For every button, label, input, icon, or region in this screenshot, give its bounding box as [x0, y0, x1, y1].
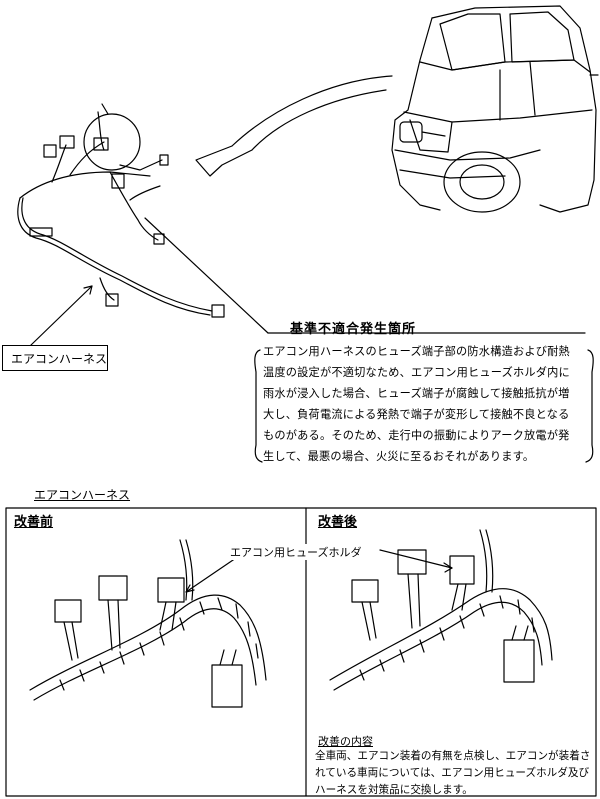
nonconformity-title: 基準不適合発生箇所: [290, 322, 417, 337]
harness-label: エアコンハーネス: [2, 345, 108, 371]
fuse-holder-callout: エアコン用ヒューズホルダ: [230, 544, 362, 560]
harness-overview: [17, 103, 269, 347]
before-panel-title: 改善前: [14, 515, 54, 530]
after-harness-illustration: [329, 529, 553, 691]
curved-arrow-icon: [195, 75, 393, 177]
callout-arrows: [185, 549, 453, 593]
vehicle-illustration: [391, 5, 599, 213]
improvement-title: 改善の内容: [318, 735, 373, 748]
notice-box-frame: [254, 332, 594, 463]
after-panel-title: 改善後: [318, 515, 358, 530]
before-harness-illustration: [29, 539, 267, 708]
nonconformity-description: エアコン用ハーネスのヒューズ端子部の防水構造および耐熱温度の設定が不適切なため、…: [263, 345, 570, 463]
section-title: エアコンハーネス: [34, 488, 131, 502]
improvement-description: 全車両、エアコン装着の有無を点検し、エアコンが装着されている車両については、エア…: [315, 750, 591, 796]
